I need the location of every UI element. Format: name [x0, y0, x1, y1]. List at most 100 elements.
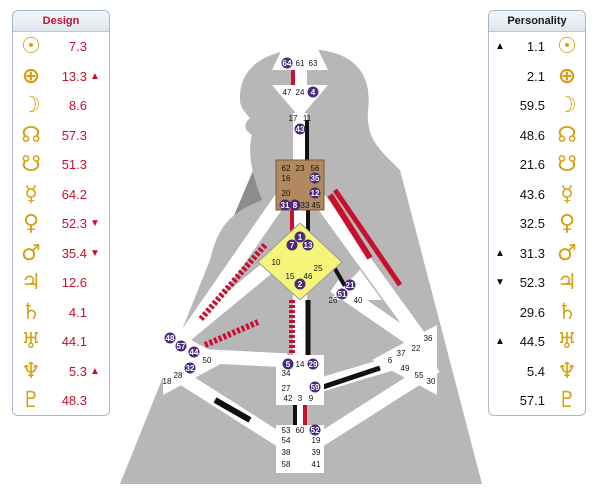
gate-label: 42 [284, 394, 293, 403]
activated-gate-marker [164, 332, 176, 344]
gate-label: 58 [282, 460, 291, 469]
design-value: 13.3 [61, 68, 87, 84]
south-node-icon: ☋ [21, 152, 41, 177]
north-node-icon: ☊ [21, 122, 41, 148]
personality-value: 44.5 [519, 334, 545, 349]
activated-gate-marker [184, 362, 196, 374]
mercury-icon: ☿ [24, 181, 38, 207]
personality-row: ♆5.4 [489, 358, 585, 386]
personality-value: 32.5 [519, 216, 545, 231]
gate-label: 36 [424, 334, 433, 343]
venus-icon: ♀ [558, 211, 576, 236]
design-value: 5.3 [68, 363, 87, 379]
saturn-icon: ♄ [21, 299, 41, 325]
personality-value: 52.3 [519, 275, 545, 290]
gate-label: 23 [296, 164, 305, 173]
gate-label: 2 [298, 280, 303, 289]
personality-value: 21.6 [519, 157, 545, 172]
up-arrow-icon: ▲ [90, 70, 100, 82]
up-arrow-icon: ▲ [495, 336, 505, 347]
gate-label: 53 [282, 426, 291, 435]
activated-gate-marker [294, 278, 306, 290]
gate-label: 43 [296, 125, 305, 134]
gate-label: 48 [166, 334, 175, 343]
north-node-icon: ☊ [557, 122, 577, 148]
activated-gate-marker [309, 381, 321, 393]
down-arrow-icon: ▼ [90, 218, 100, 229]
up-arrow-icon: ▲ [495, 247, 505, 259]
gate-label: 12 [311, 189, 320, 198]
gate-label: 33 [301, 201, 310, 210]
gate-label: 32 [186, 364, 195, 373]
gate-label: 39 [312, 448, 321, 457]
up-arrow-icon: ▲ [90, 365, 100, 377]
gate-label: 34 [282, 369, 291, 378]
gate-label: 52 [311, 426, 320, 435]
gate-label: 24 [296, 88, 305, 97]
gate-label: 44 [190, 348, 199, 357]
gate-label: 18 [163, 377, 172, 386]
design-row: ♅ 44.1 [13, 328, 109, 356]
activated-gate-marker [289, 199, 301, 211]
design-row: ☊57.3 [13, 122, 109, 150]
jupiter-icon: ♃ [21, 270, 41, 295]
design-value: 52.3 [61, 216, 87, 231]
activated-channels [197, 70, 403, 425]
gate-label: 21 [346, 281, 355, 290]
gate-label: 30 [427, 377, 436, 386]
gate-label: 14 [296, 360, 305, 369]
activated-gate-marker [344, 279, 356, 291]
gate-label: 5 [286, 360, 291, 369]
design-row: ☽8.6 [13, 92, 109, 120]
pluto-icon: ♇ [557, 388, 577, 413]
personality-value: 2.1 [526, 68, 545, 84]
mercury-icon: ☿ [560, 181, 574, 207]
gate-label: 54 [282, 436, 291, 445]
personality-title: Personality [489, 11, 585, 32]
gate-label: 25 [314, 264, 323, 273]
activated-gate-marker [307, 358, 319, 370]
design-value: 64.2 [61, 186, 87, 202]
activated-gate-marker [286, 239, 298, 251]
gate-label: 29 [309, 360, 318, 369]
personality-value: 43.6 [519, 186, 545, 202]
gate-label: 35 [311, 174, 320, 183]
gate-label: 56 [311, 164, 320, 173]
gate-label: 10 [272, 258, 281, 267]
personality-value: 31.3 [519, 245, 545, 261]
activated-gate-marker [336, 288, 348, 300]
gate-label: 28 [174, 371, 183, 380]
gate-label: 17 [289, 114, 298, 123]
design-value: 7.3 [68, 39, 87, 54]
gate-label: 49 [401, 364, 410, 373]
design-row: ♀52.3▼ [13, 210, 109, 238]
activated-gate-marker [281, 57, 293, 69]
down-arrow-icon: ▼ [90, 247, 100, 259]
personality-row: ♀ 32.5 [489, 210, 585, 238]
gate-label: 62 [282, 164, 291, 173]
design-value: 8.6 [68, 98, 87, 113]
south-node-icon: ☋ [557, 152, 577, 177]
gate-label: 16 [282, 174, 291, 183]
pluto-icon: ♇ [21, 388, 41, 413]
jupiter-icon: ♃ [557, 270, 577, 295]
gate-label: 40 [354, 296, 363, 305]
design-value: 51.3 [61, 157, 87, 172]
gate-label: 60 [296, 426, 305, 435]
personality-value: 59.5 [519, 98, 545, 113]
gate-label: 8 [293, 201, 298, 210]
gate-label: 59 [311, 383, 320, 392]
activated-gate-marker [294, 231, 306, 243]
activated-gate-marker [188, 346, 200, 358]
sun-icon: ☉ [21, 34, 41, 59]
uranus-icon: ♅ [557, 329, 577, 354]
uranus-icon: ♅ [21, 329, 41, 354]
activated-gate-marker [282, 358, 294, 370]
up-arrow-icon: ▲ [495, 41, 505, 52]
gate-label: 38 [282, 448, 291, 457]
personality-row: ♃52.3▼ [489, 269, 585, 297]
design-value: 44.1 [61, 334, 87, 349]
gate-label: 11 [303, 114, 312, 123]
solar-plexus-center [372, 325, 437, 395]
